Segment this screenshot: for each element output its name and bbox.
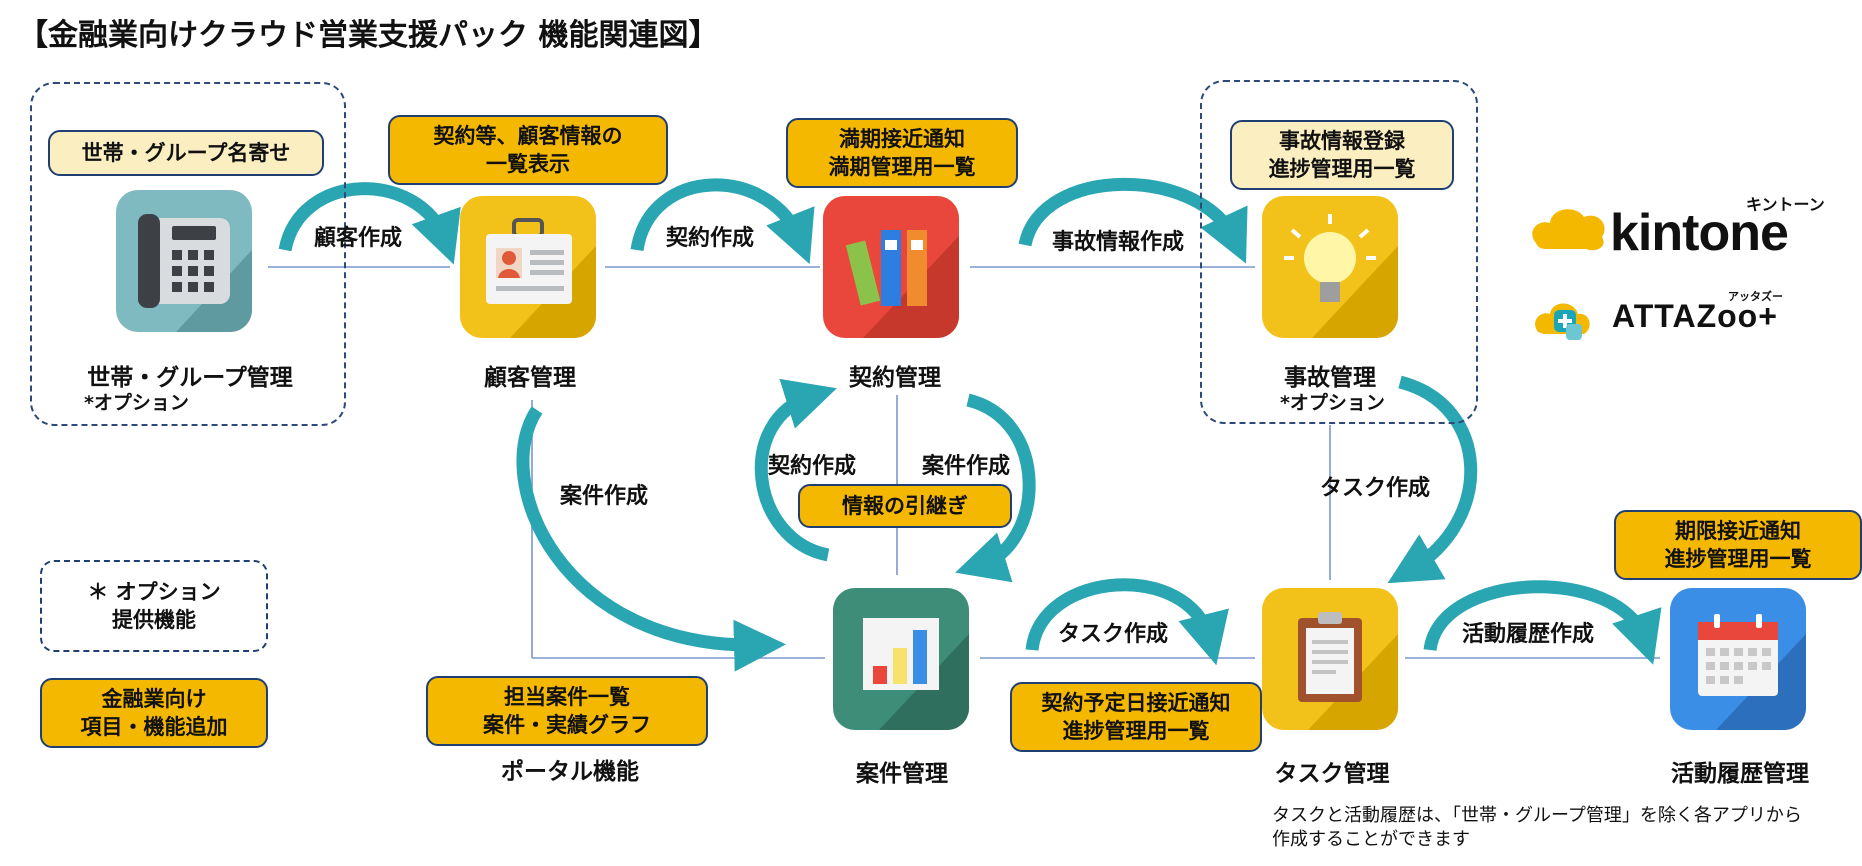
clipboard-icon xyxy=(1298,612,1398,730)
flow-customer-create: 顧客作成 xyxy=(314,226,403,251)
customer-feature-label: 契約等、顧客情報の 一覧表示 xyxy=(388,115,668,185)
flow-task-create-bottom: タスク作成 xyxy=(1058,622,1169,647)
contract-app-icon[interactable] xyxy=(823,196,959,338)
arrow-accident-create xyxy=(1018,177,1248,264)
portal-feature-line2: 案件・実績グラフ xyxy=(483,713,651,737)
legend-finance-line2: 項目・機能追加 xyxy=(80,715,228,739)
flow-task-create-right: タスク作成 xyxy=(1320,476,1431,501)
customer-feature-line1: 契約等、顧客情報の xyxy=(433,124,623,148)
household-app-name: 世帯・グループ管理 xyxy=(87,365,293,391)
activity-feature-label: 期限接近通知 進捗管理用一覧 xyxy=(1614,510,1862,580)
handover-label: 情報の引継ぎ xyxy=(798,484,1012,528)
portal-name: ポータル機能 xyxy=(501,759,639,785)
activity-app-icon[interactable] xyxy=(1670,588,1806,730)
bar-chart-icon xyxy=(863,618,969,730)
accident-app-name: 事故管理 xyxy=(1284,365,1376,391)
household-feature-label: 世帯・グループ名寄せ xyxy=(48,130,324,176)
page-title: 【金融業向けクラウド営業支援パック 機能関連図】 xyxy=(18,18,719,53)
household-app-icon[interactable] xyxy=(116,190,252,332)
arrow-project-create-mid xyxy=(955,393,1036,583)
task-feature-line1: 契約予定日接近通知 xyxy=(1041,691,1231,715)
flow-activity-create: 活動履歴作成 xyxy=(1462,622,1595,647)
task-app-name: タスク管理 xyxy=(1274,761,1390,787)
attazoo-cloud-icon xyxy=(1535,303,1590,340)
household-option-mark: *オプション xyxy=(84,392,189,414)
household-feature-text: 世帯・グループ名寄せ xyxy=(81,141,291,165)
portal-feature-line1: 担当案件一覧 xyxy=(504,685,630,709)
customer-app-icon[interactable] xyxy=(460,196,596,338)
option-region-accident xyxy=(1200,80,1478,424)
project-app-icon[interactable] xyxy=(833,588,969,730)
option-region-household xyxy=(30,82,346,426)
activity-app-name: 活動履歴管理 xyxy=(1671,761,1809,787)
accident-app-icon[interactable] xyxy=(1262,196,1398,338)
calendar-icon xyxy=(1698,614,1806,730)
arrow-customer-create xyxy=(278,182,461,265)
flow-project-create-mid: 案件作成 xyxy=(922,454,1011,479)
legend-finance-line1: 金融業向け xyxy=(101,687,207,711)
arrow-activity-create xyxy=(1423,580,1662,665)
legend-option-line2: 提供機能 xyxy=(112,608,196,632)
contract-app-name: 契約管理 xyxy=(849,365,941,391)
legend-option-line1: ＊ オプション xyxy=(87,580,221,604)
accident-feature-line1: 事故情報登録 xyxy=(1279,129,1405,153)
accident-feature-label: 事故情報登録 進捗管理用一覧 xyxy=(1230,120,1454,190)
arrow-accident-to-task xyxy=(1387,375,1478,584)
customer-feature-line2: 一覧表示 xyxy=(486,152,570,176)
contract-feature-label: 満期接近通知 満期管理用一覧 xyxy=(786,118,1018,188)
flow-contract-create-top: 契約作成 xyxy=(666,226,755,251)
arrow-task-create-bottom xyxy=(1025,578,1229,666)
flow-accident-create: 事故情報作成 xyxy=(1052,230,1185,255)
arrow-contract-create-mid xyxy=(754,378,837,562)
footnote-line1: タスクと活動履歴は、「世帯・グループ管理」を除く各アプリから xyxy=(1272,805,1802,826)
contract-feature-line1: 満期接近通知 xyxy=(839,127,965,151)
attazoo-kana: アッタズー xyxy=(1728,290,1783,303)
accident-option-mark: *オプション xyxy=(1280,392,1385,414)
activity-feature-line1: 期限接近通知 xyxy=(1675,519,1801,543)
customer-app-name: 顧客管理 xyxy=(484,365,576,391)
footnote-line2: 作成することができます xyxy=(1272,829,1470,850)
footnote: タスクと活動履歴は、「世帯・グループ管理」を除く各アプリから 作成することができ… xyxy=(1272,804,1858,852)
handover-text: 情報の引継ぎ xyxy=(842,494,968,518)
contract-feature-line2: 満期管理用一覧 xyxy=(828,155,976,179)
arrow-project-create xyxy=(516,406,786,672)
id-badge-icon xyxy=(486,218,596,338)
lightbulb-icon xyxy=(1284,214,1398,338)
legend-option: ＊ オプション 提供機能 xyxy=(40,560,268,652)
telephone-icon xyxy=(138,214,252,332)
legend-finance: 金融業向け 項目・機能追加 xyxy=(40,678,268,748)
portal-feature-label: 担当案件一覧 案件・実績グラフ xyxy=(426,676,708,746)
flow-project-create: 案件作成 xyxy=(560,484,649,509)
task-app-icon[interactable] xyxy=(1262,588,1398,730)
kintone-cloud-icon xyxy=(1532,209,1605,251)
kintone-wordmark: kintone xyxy=(1610,204,1789,262)
activity-feature-line2: 進捗管理用一覧 xyxy=(1664,547,1812,571)
task-feature-label: 契約予定日接近通知 進捗管理用一覧 xyxy=(1010,682,1262,752)
kintone-logo: キントーン kintone xyxy=(1528,185,1848,265)
project-app-name: 案件管理 xyxy=(856,761,948,787)
attazoo-logo: アッタズー ATTAZoo+ xyxy=(1532,288,1852,348)
accident-feature-line2: 進捗管理用一覧 xyxy=(1268,157,1416,181)
arrow-contract-create-top xyxy=(630,178,815,265)
task-feature-line2: 進捗管理用一覧 xyxy=(1062,719,1210,743)
flow-contract-create-mid: 契約作成 xyxy=(768,454,857,479)
binders-icon xyxy=(845,230,959,338)
attazoo-wordmark: ATTAZoo+ xyxy=(1612,298,1778,334)
kintone-kana: キントーン xyxy=(1746,195,1825,214)
